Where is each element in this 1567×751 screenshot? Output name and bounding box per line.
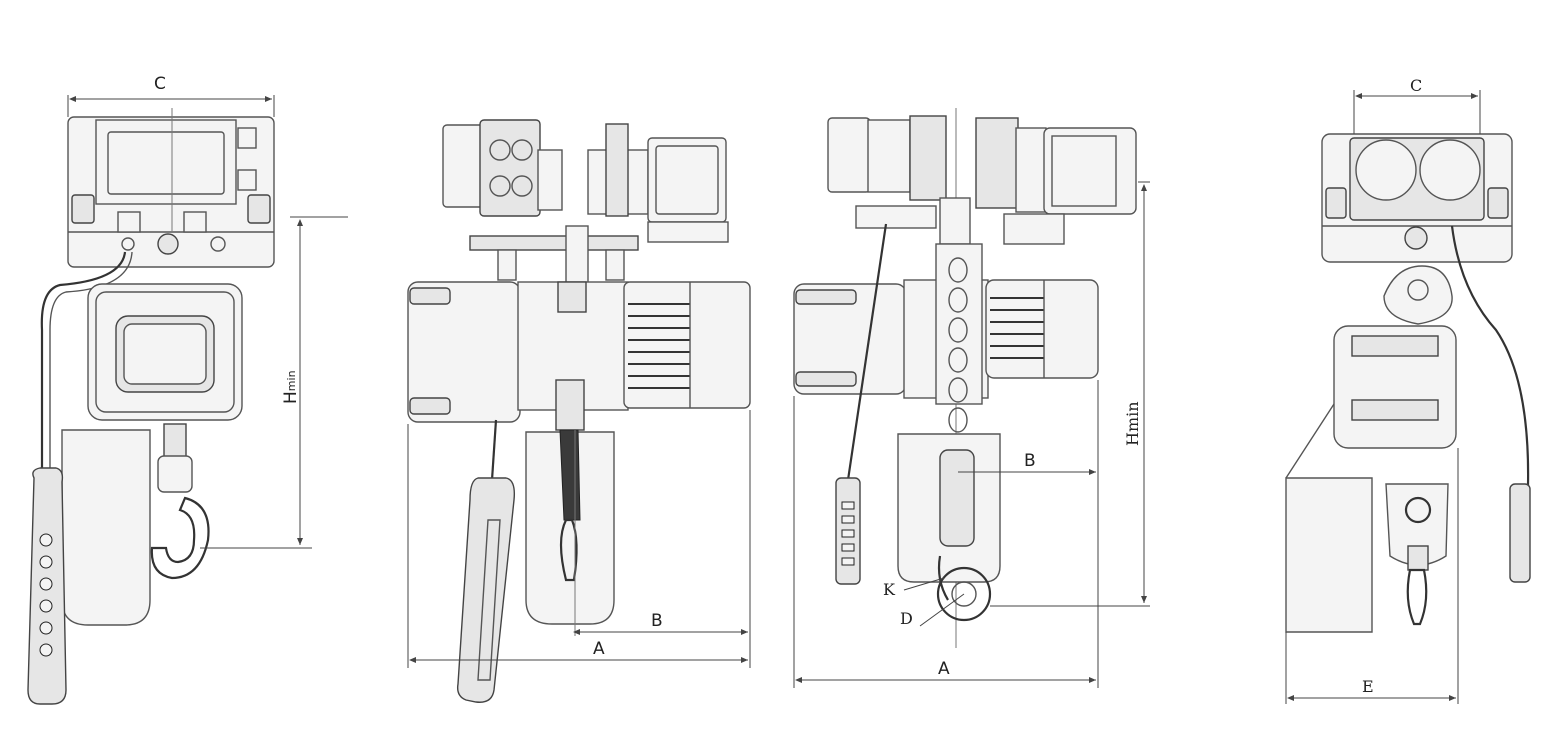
- view-4-side: C E: [1285, 76, 1531, 704]
- hook-chain: [559, 429, 581, 521]
- dim-label-a: A: [938, 659, 950, 679]
- pendant-cable: [40, 251, 127, 480]
- dim-label-e: E: [1362, 677, 1374, 696]
- trolley-panel: [95, 119, 237, 205]
- pendant-cable: [1450, 225, 1530, 487]
- trolley-motor-right: [647, 137, 727, 223]
- hook: [1406, 568, 1428, 626]
- view-3-front: B A Hmin K D: [793, 108, 1150, 688]
- hoist-motor: [985, 279, 1099, 379]
- hoist-motor: [623, 281, 751, 409]
- dim-label-c: C: [154, 74, 166, 94]
- hook-eye: [936, 566, 992, 622]
- trolley-motor-left: [442, 124, 486, 208]
- view-2-front: B A: [407, 119, 751, 703]
- dim-label-a: A: [593, 639, 605, 659]
- drive-wheel: [1404, 226, 1428, 250]
- dim-label-b: B: [651, 611, 663, 631]
- chain-bag: [525, 431, 615, 625]
- hook: [150, 496, 210, 580]
- dim-label-k: K: [883, 580, 896, 599]
- cross-beam: [469, 235, 639, 251]
- chain-bag: [1285, 477, 1373, 633]
- chain-bag: [61, 429, 151, 626]
- pendant-control: [456, 477, 516, 703]
- trolley-motor-right: [1043, 127, 1137, 215]
- dim-label-hmin: Hmin: [1123, 401, 1142, 446]
- drive-wheel: [157, 233, 179, 255]
- dim-label-h: Hmin: [281, 370, 301, 404]
- trolley-motor-left: [827, 117, 871, 193]
- dim-label-b: B: [1024, 451, 1036, 471]
- dim-label-d: D: [900, 609, 913, 628]
- pendant-control: [1509, 483, 1531, 583]
- view-1-side: C Hmin: [27, 74, 348, 705]
- dim-label-c: C: [1410, 76, 1422, 95]
